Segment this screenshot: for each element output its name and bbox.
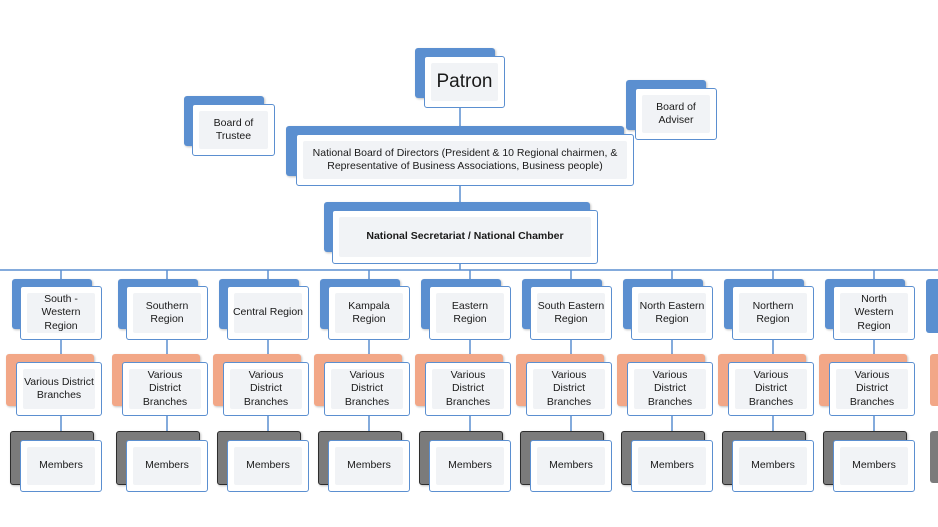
branches-5-label: Various District Branches <box>445 369 491 408</box>
patron-label: Patron <box>436 71 493 93</box>
region-6-box: South Eastern Region <box>530 286 612 340</box>
region-9-label: North Western Region <box>854 293 894 332</box>
secretariat-label: National Secretariat / National Chamber <box>366 230 564 243</box>
members-9-label: Members <box>852 459 896 472</box>
branches-8-label: Various District Branches <box>748 369 794 408</box>
region-6-label: South Eastern Region <box>537 299 605 325</box>
patron-box: Patron <box>424 56 505 108</box>
branches-4-box: Various District Branches <box>324 362 410 416</box>
branches-7-label: Various District Branches <box>647 369 693 408</box>
branches-3-label: Various District Branches <box>243 369 289 408</box>
region-2-box: Southern Region <box>126 286 208 340</box>
cut-off-members <box>930 431 938 483</box>
branches-5-box: Various District Branches <box>425 362 511 416</box>
cut-off-column <box>926 279 938 333</box>
members-5-box: Members <box>429 440 511 492</box>
members-9-box: Members <box>833 440 915 492</box>
members-7-label: Members <box>650 459 694 472</box>
board-of-trustee-box: Board of Trustee <box>192 104 275 156</box>
cut-off-branch <box>930 354 938 406</box>
branches-9-box: Various District Branches <box>829 362 915 416</box>
branches-9-label: Various District Branches <box>849 369 895 408</box>
board-of-trustee-label: Board of Trustee <box>213 116 254 142</box>
board-of-adviser-box: Board of Adviser <box>635 88 717 140</box>
branches-2-box: Various District Branches <box>122 362 208 416</box>
members-4-label: Members <box>347 459 391 472</box>
members-4-box: Members <box>328 440 410 492</box>
region-5-box: Eastern Region <box>429 286 511 340</box>
members-3-box: Members <box>227 440 309 492</box>
members-1-box: Members <box>20 440 102 492</box>
members-8-label: Members <box>751 459 795 472</box>
region-7-box: North Eastern Region <box>631 286 713 340</box>
members-2-box: Members <box>126 440 208 492</box>
members-1-label: Members <box>39 459 83 472</box>
members-6-label: Members <box>549 459 593 472</box>
members-5-label: Members <box>448 459 492 472</box>
region-8-label: Northern Region <box>752 299 794 325</box>
branches-1-box: Various District Branches <box>16 362 102 416</box>
region-1-box: South - Western Region <box>20 286 102 340</box>
region-3-box: Central Region <box>227 286 309 340</box>
branches-6-label: Various District Branches <box>546 369 592 408</box>
members-2-label: Members <box>145 459 189 472</box>
branches-6-box: Various District Branches <box>526 362 612 416</box>
branches-8-box: Various District Branches <box>728 362 814 416</box>
members-6-box: Members <box>530 440 612 492</box>
national-board-box: National Board of Directors (President &… <box>296 134 634 186</box>
region-5-label: Eastern Region <box>451 299 489 325</box>
branches-7-box: Various District Branches <box>627 362 713 416</box>
board-of-adviser-label: Board of Adviser <box>656 100 696 126</box>
members-8-box: Members <box>732 440 814 492</box>
branches-2-label: Various District Branches <box>142 369 188 408</box>
secretariat-box: National Secretariat / National Chamber <box>332 210 598 264</box>
branches-4-label: Various District Branches <box>344 369 390 408</box>
national-board-label: National Board of Directors (President &… <box>312 146 618 172</box>
region-7-label: North Eastern Region <box>639 299 705 325</box>
region-2-label: Southern Region <box>145 299 189 325</box>
region-3-label: Central Region <box>232 306 304 319</box>
region-8-box: Northern Region <box>732 286 814 340</box>
region-4-label: Kampala Region <box>348 299 390 325</box>
region-4-box: Kampala Region <box>328 286 410 340</box>
branches-3-box: Various District Branches <box>223 362 309 416</box>
members-3-label: Members <box>246 459 290 472</box>
members-7-box: Members <box>631 440 713 492</box>
region-9-box: North Western Region <box>833 286 915 340</box>
branches-1-label: Various District Branches <box>24 375 94 401</box>
region-1-label: South - Western Region <box>41 293 81 332</box>
